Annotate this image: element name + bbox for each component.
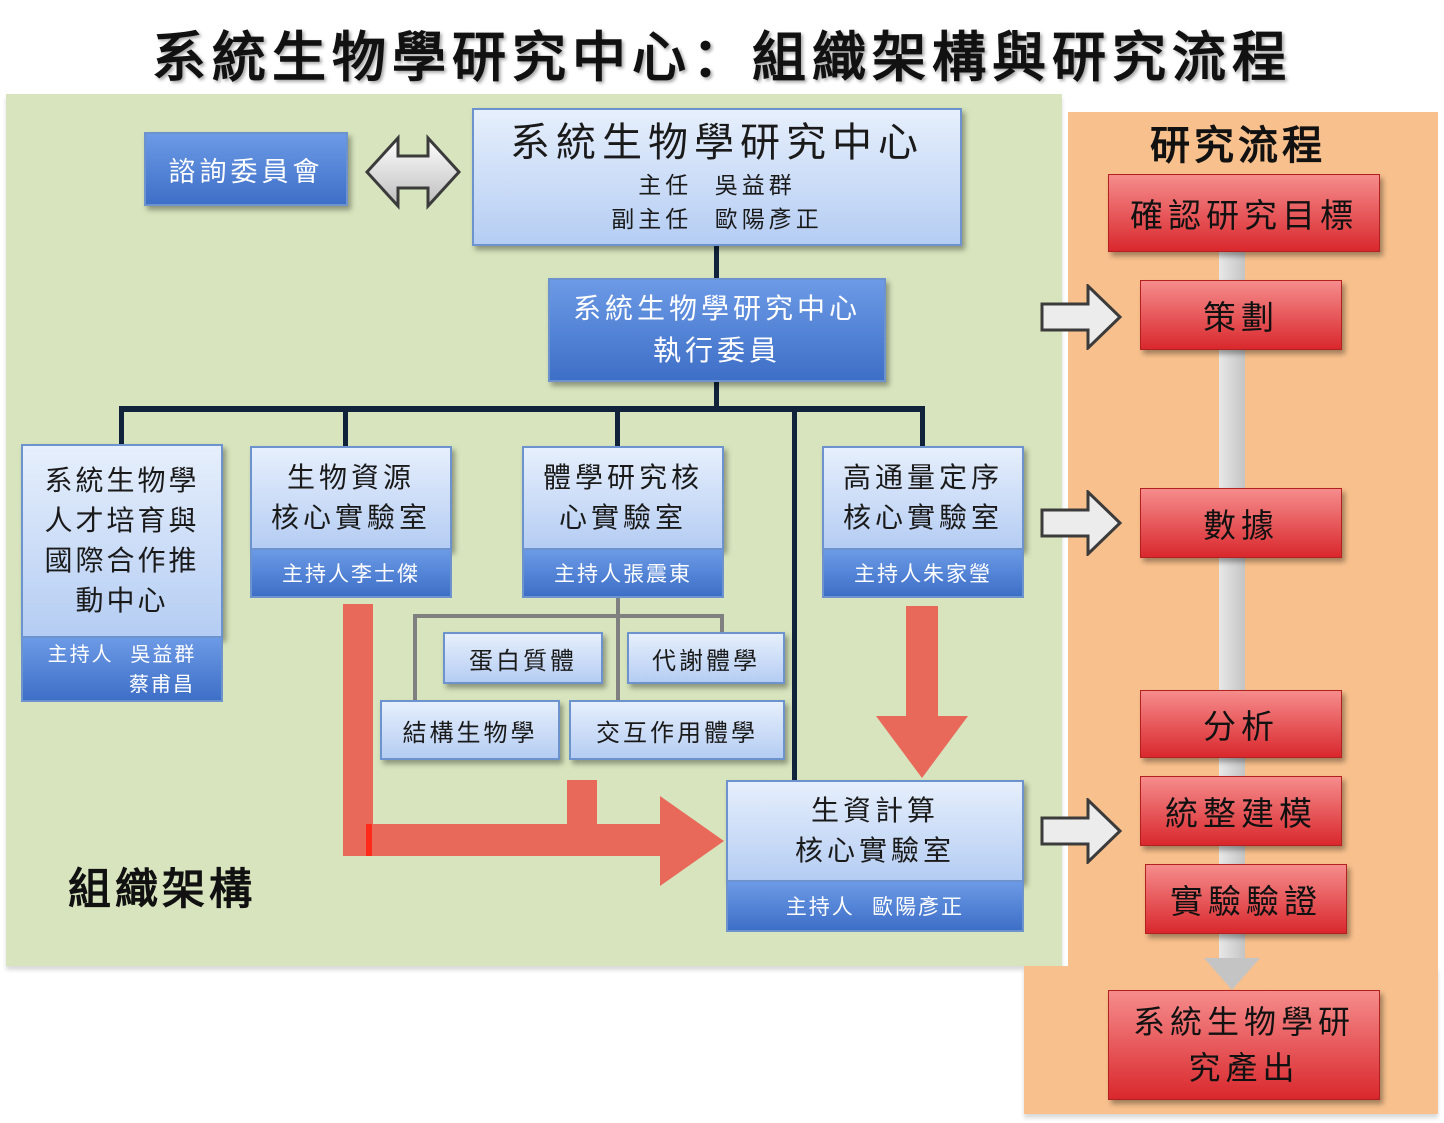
flow-down-arrow-head: [1204, 958, 1260, 990]
bioinfo-line2: 核心實驗室: [794, 834, 955, 867]
metabolomics-box: 代謝體學: [627, 632, 785, 684]
interactomics-box: 交互作用體學: [569, 700, 785, 760]
double-arrow-icon: [364, 134, 462, 210]
bioresource-pi: 主持人李士傑: [250, 548, 452, 598]
flow-vertical-bar: [1219, 252, 1245, 962]
red-flow-mark: [366, 824, 372, 856]
flow-output-line1: 系統生物學研: [1132, 1003, 1355, 1041]
connector-bus: [119, 406, 925, 412]
executive-committee-box: 系統生物學研究中心 執行委員: [548, 278, 886, 382]
sequencing-pi: 主持人朱家瑩: [822, 548, 1024, 598]
connector-bioinfo: [792, 412, 797, 780]
talent-line2: 人才培育與: [44, 504, 200, 537]
executive-line1: 系統生物學研究中心: [572, 292, 861, 325]
connector-omics-down: [616, 596, 620, 700]
connector-omics-right: [720, 614, 724, 632]
connector-center-exec: [714, 246, 719, 278]
sequencing-line2: 核心實驗室: [842, 501, 1003, 534]
bioinfo-pi: 主持人 歐陽彥正: [726, 880, 1024, 932]
proteomics-box: 蛋白質體: [443, 632, 603, 684]
talent-center-box: 系統生物學 人才培育與 國際合作推 動中心: [21, 444, 223, 638]
bioinfo-line1: 生資計算: [810, 794, 939, 827]
connector-bioresource: [343, 406, 348, 446]
sequencing-line1: 高通量定序: [842, 461, 1003, 494]
advisory-committee-label: 諮詢委員會: [168, 156, 324, 188]
flow-output-line2: 究產出: [1188, 1049, 1300, 1087]
connector-omics-structural: [413, 614, 417, 700]
org-section-label: 組織架構: [68, 865, 256, 915]
bioresource-line2: 核心實驗室: [270, 501, 431, 534]
arrow-to-data-icon: [1040, 490, 1123, 556]
flow-step-analysis: 分析: [1140, 690, 1342, 758]
omics-pi: 主持人張震東: [522, 548, 724, 598]
red-flow-vertical-bioresource: [343, 604, 373, 856]
flow-step-validation: 實驗驗證: [1145, 864, 1347, 934]
advisory-committee-box: 諮詢委員會: [144, 132, 348, 206]
structural-biology-box: 結構生物學: [380, 700, 560, 760]
bioinfo-lab-box: 生資計算 核心實驗室: [726, 780, 1024, 882]
omics-line2: 心實驗室: [558, 501, 687, 534]
bioresource-lab-box: 生物資源 核心實驗室: [250, 446, 452, 550]
talent-line1: 系統生物學: [44, 464, 200, 497]
arrow-to-model-icon: [1040, 798, 1123, 864]
red-arrow-head-right: [660, 796, 724, 886]
executive-line2: 執行委員: [652, 334, 781, 367]
talent-pi-line1: 主持人 吳益群: [47, 642, 197, 666]
red-flow-vertical-sequencing: [906, 606, 938, 718]
flow-section-header: 研究流程: [1150, 122, 1326, 169]
flow-step-plan: 策劃: [1140, 280, 1342, 350]
flow-step-data: 數據: [1140, 488, 1342, 558]
talent-pi-line2: 蔡甫昌: [129, 672, 195, 696]
center-deputy: 副主任 歐陽彥正: [611, 207, 823, 233]
talent-pi-box: 主持人 吳益群 蔡甫昌: [21, 636, 223, 702]
connector-talent: [119, 406, 124, 446]
flow-step-confirm-goal: 確認研究目標: [1108, 174, 1380, 252]
talent-line3: 國際合作推: [44, 544, 200, 577]
red-flow-horizontal: [343, 824, 665, 856]
center-box: 系統生物學研究中心 主任 吳益群 副主任 歐陽彥正: [472, 108, 962, 246]
omics-lab-box: 體學研究核 心實驗室: [522, 446, 724, 550]
connector-exec-bus: [714, 380, 719, 410]
flow-step-modeling: 統整建模: [1140, 776, 1342, 846]
bioresource-line1: 生物資源: [286, 461, 415, 494]
sequencing-lab-box: 高通量定序 核心實驗室: [822, 446, 1024, 550]
page-title: 系統生物學研究中心：組織架構與研究流程: [152, 25, 1292, 89]
omics-line1: 體學研究核: [542, 461, 703, 494]
center-director: 主任 吳益群: [638, 173, 796, 199]
flow-step-output: 系統生物學研 究產出: [1108, 990, 1380, 1100]
connector-omics-subunits: [413, 614, 724, 618]
red-arrow-head-down: [876, 716, 968, 778]
connector-sequencing: [920, 406, 925, 446]
talent-line4: 動中心: [75, 584, 169, 617]
connector-omics: [615, 406, 620, 446]
arrow-to-plan-icon: [1040, 284, 1123, 350]
center-name: 系統生物學研究中心: [510, 120, 924, 166]
red-flow-omics-stub: [567, 780, 597, 830]
